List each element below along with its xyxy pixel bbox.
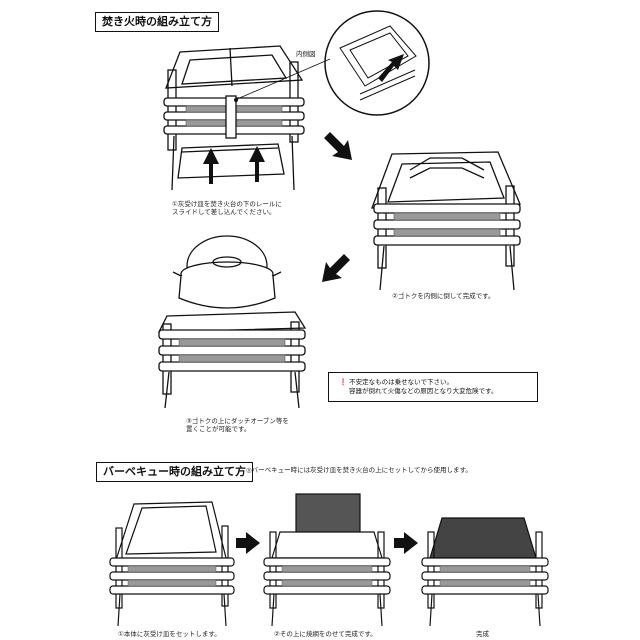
figure-campfire-step3 <box>157 235 307 409</box>
figure-bbq-step2 <box>263 493 391 627</box>
arrow-right-icon-2 <box>394 532 418 554</box>
bbq-step2-caption: ②その上に焼網をのせて完成です。 <box>274 630 377 638</box>
bbq-note: ◎バーベキュー時には灰受け皿を焚き火台の上にセットしてから使用します。 <box>246 466 472 474</box>
bbq-step1-caption: ①本体に灰受け皿をセットします。 <box>118 630 221 638</box>
inset-pointer-line <box>234 58 331 102</box>
figure-bbq-complete <box>421 517 549 627</box>
step3-caption: ③ゴトクの上にダッチオーブン等を 置くことが可能です。 <box>186 417 289 433</box>
exclamation-circle-icon: ❗ <box>339 378 348 386</box>
bbq-step3-caption: 完成 <box>476 630 489 638</box>
figure-bbq-step1 <box>109 501 235 627</box>
figure-campfire-step2 <box>371 151 521 291</box>
arrow-down-right-icon <box>324 132 352 160</box>
figure-campfire-step1 <box>163 45 305 191</box>
section-title-bbq: バーベキュー時の組み立て方 <box>96 462 253 482</box>
warning-box: ❗ 不安定なものは乗せないで下さい。 容器が倒れて火傷などの原因となり大変危険で… <box>328 372 538 402</box>
step2-caption: ②ゴトクを内側に倒して完成です。 <box>392 292 495 300</box>
arrow-down-left-icon <box>322 254 350 282</box>
figure-inset-detail <box>324 10 430 116</box>
arrow-right-icon <box>236 532 260 554</box>
section-title-campfire: 焚き火時の組み立て方 <box>95 12 219 32</box>
step1-caption: ①灰受け皿を焚き火台の下のレールに スライドして差し込んでください。 <box>172 200 282 216</box>
inset-label: 内側図 <box>296 50 316 58</box>
